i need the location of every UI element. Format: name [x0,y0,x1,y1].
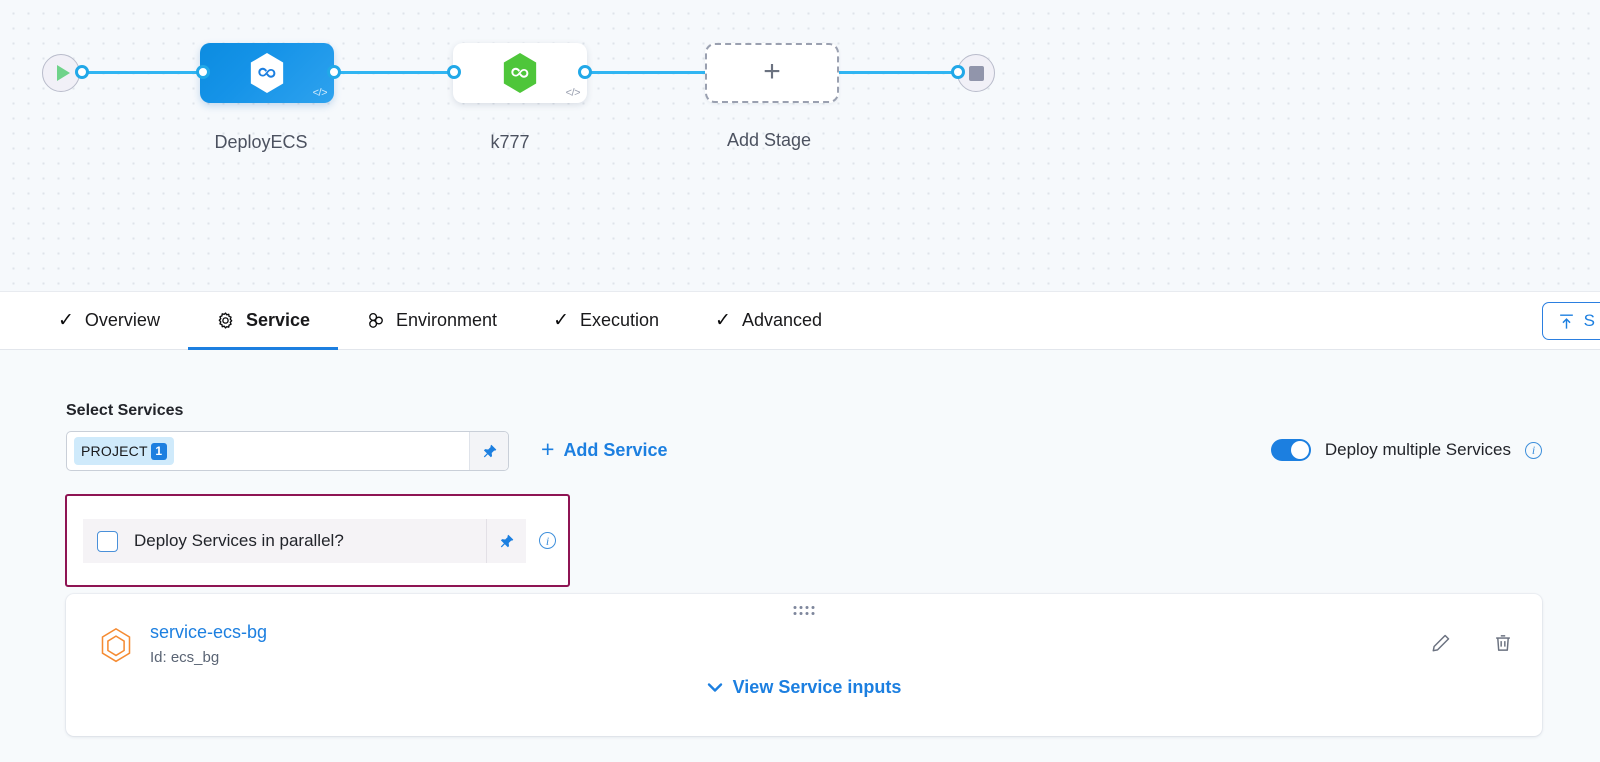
deploy-parallel-highlight-box: Deploy Services in parallel? i [65,494,570,587]
chevron-down-icon [707,683,722,692]
service-name-link[interactable]: service-ecs-bg [150,622,268,642]
pipeline-canvas[interactable]: </> DeployECS </> k777 + Add Stage [0,0,1600,292]
service-card: service-ecs-bg Id: ecs_bg View Service i… [66,594,1542,736]
tab-label: Service [245,310,310,330]
services-multiselect-input[interactable]: PROJECT 1 [66,431,509,471]
toggle-knob [1290,441,1309,459]
tab-label: Advanced [741,310,823,330]
pin-icon [500,534,514,547]
harness-hexagon-icon [250,53,284,93]
service-card-actions [1430,632,1514,654]
stage1-output-port[interactable] [327,65,341,79]
add-service-label: Add Service [563,440,668,460]
deploy-multiple-services-row: Deploy multiple Services i [1270,439,1542,461]
deploy-multiple-services-toggle[interactable] [1270,439,1311,461]
stage1-input-port[interactable] [196,65,210,79]
add-stage-label: Add Stage [726,130,812,150]
tab-overview[interactable]: ✓ Overview [30,292,188,349]
view-service-inputs-label: View Service inputs [732,677,902,697]
tab-label: Overview [84,310,160,330]
check-icon: ✓ [58,310,74,331]
tab-advanced[interactable]: ✓ Advanced [687,292,850,349]
info-icon[interactable]: i [1525,441,1542,459]
plus-icon: + [763,55,781,88]
deploy-parallel-label: Deploy Services in parallel? [134,531,344,550]
deploy-parallel-field[interactable]: Deploy Services in parallel? [83,519,526,563]
environment-icon [369,312,383,328]
gear-icon [218,312,233,329]
stop-icon [968,65,984,81]
view-service-inputs-button[interactable]: View Service inputs [66,677,1542,698]
end-input-port[interactable] [951,65,965,79]
stage-config-tabs: ✓ Overview Service Environment ✓ Executi… [0,292,1600,350]
select-services-label: Select Services [66,402,184,419]
pin-icon [483,444,496,457]
stage-deployecs[interactable]: </> [200,43,334,103]
check-icon: ✓ [715,310,731,331]
stage-label-k777: k777 [490,132,530,152]
save-as-template-button[interactable]: S [1541,302,1600,340]
selected-service-chip[interactable]: PROJECT 1 [74,437,174,465]
deploy-parallel-checkbox[interactable] [97,530,118,552]
pencil-icon[interactable] [1430,632,1452,654]
add-service-button[interactable]: + Add Service [541,436,668,462]
info-icon[interactable]: i [539,532,556,549]
stage-k777[interactable]: </> [453,43,587,103]
connector-stage1-to-stage2 [330,71,464,74]
check-icon: ✓ [553,310,569,331]
service-cube-icon [101,628,131,663]
harness-hexagon-green-icon [503,53,537,93]
deploy-parallel-pin-button[interactable] [486,519,526,563]
trash-icon[interactable] [1492,632,1514,654]
stage-label-deployecs: DeployECS [214,132,308,152]
deploy-multiple-services-label: Deploy multiple Services [1324,440,1511,459]
tab-label: Execution [579,310,660,330]
play-icon [56,65,70,81]
save-as-template-label: S [1583,311,1595,330]
tab-environment[interactable]: Environment [338,292,525,349]
connector-start-to-stage1 [74,71,214,74]
add-stage-button[interactable]: + [705,43,839,103]
connector-addstage-to-end [820,71,968,74]
start-output-port[interactable] [75,65,89,79]
stage2-input-port[interactable] [447,65,461,79]
stage2-output-port[interactable] [578,65,592,79]
stage-code-badge[interactable]: </> [565,87,581,99]
services-input-pin-button[interactable] [469,432,508,470]
stage-code-badge[interactable]: </> [312,87,328,99]
upload-template-icon [1559,313,1573,329]
chip-label: PROJECT [81,443,148,459]
tab-execution[interactable]: ✓ Execution [525,292,687,349]
connector-stage2-to-addstage [580,71,715,74]
drag-handle-icon[interactable] [793,606,815,615]
service-tab-panel: Select Services PROJECT 1 + Add Service … [0,350,1600,762]
service-id-text: Id: ecs_bg [150,649,220,666]
pipeline-start-node[interactable] [42,54,80,92]
plus-icon: + [541,436,555,462]
tab-service[interactable]: Service [187,292,339,350]
chip-count-badge: 1 [150,442,167,460]
tab-label: Environment [396,310,498,330]
